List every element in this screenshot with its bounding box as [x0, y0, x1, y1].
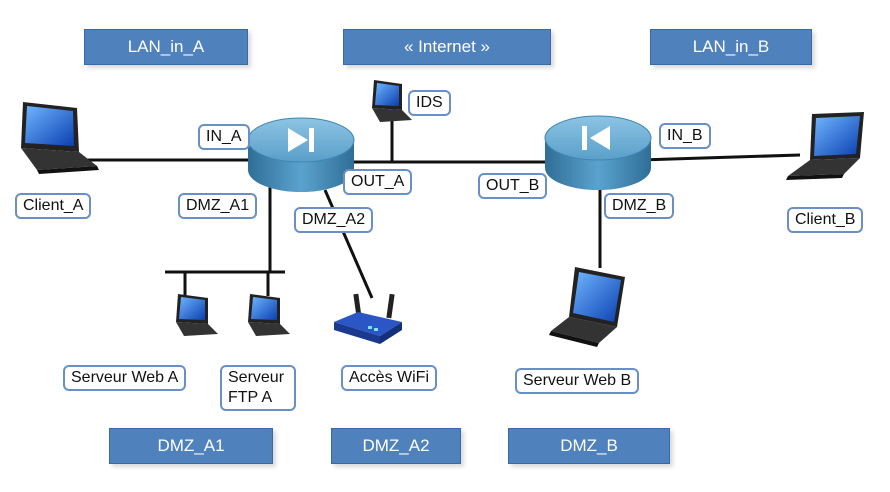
- router-icon: [544, 115, 652, 190]
- label-dmz-a1: DMZ_A1: [178, 193, 258, 219]
- label-out-b: OUT_B: [478, 173, 548, 199]
- label-client-a: Client_A: [15, 193, 92, 219]
- label-out-a: OUT_A: [343, 169, 413, 195]
- connection-lines: [85, 120, 801, 299]
- label-client-b: Client_B: [787, 207, 864, 233]
- laptop-icon: [176, 294, 218, 336]
- zone-internet: « Internet »: [343, 29, 551, 65]
- label-serveur-web-b: Serveur Web B: [515, 368, 640, 394]
- label-serveur-ftp-a: Serveur FTP A: [220, 365, 296, 411]
- label-in-a: IN_A: [198, 124, 250, 150]
- zone-dmz-a2: DMZ_A2: [331, 428, 461, 464]
- label-serveur-web-a: Serveur Web A: [63, 365, 187, 391]
- label-serveur-ftp-a-line1: Serveur: [228, 369, 285, 386]
- laptop-icon: [21, 102, 99, 174]
- label-dmz-a2: DMZ_A2: [294, 207, 374, 233]
- laptop-icon: [248, 294, 290, 336]
- laptop-icon: [372, 80, 412, 122]
- wifi-router-icon: [334, 293, 402, 344]
- zone-lan-in-b: LAN_in_B: [650, 29, 812, 65]
- label-ids: IDS: [408, 90, 451, 116]
- laptop-icon: [549, 267, 625, 347]
- zone-dmz-b: DMZ_B: [508, 428, 670, 464]
- zone-lan-in-a: LAN_in_A: [84, 29, 248, 65]
- label-dmz-b: DMZ_B: [604, 193, 675, 219]
- label-acces-wifi: Accès WiFi: [341, 365, 437, 391]
- laptop-icon: [786, 112, 864, 180]
- zone-dmz-a1: DMZ_A1: [109, 428, 273, 464]
- router-icon: [247, 117, 355, 192]
- label-in-b: IN_B: [659, 123, 711, 149]
- link-router-b-client-b: [639, 153, 801, 162]
- label-serveur-ftp-a-line2: FTP A: [228, 389, 273, 406]
